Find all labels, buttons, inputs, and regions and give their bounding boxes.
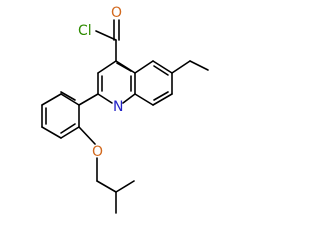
bond-n-c8a <box>122 93 136 104</box>
bond-c7-c8-inner <box>153 91 169 101</box>
atom-label-n: N <box>113 99 123 115</box>
atom-label-cl: Cl <box>78 23 92 39</box>
bond-c2-phenyl <box>78 93 99 106</box>
bond-c5-c6 <box>152 60 173 74</box>
bond-c4-c3 <box>97 60 117 74</box>
bond-ph5-ph6 <box>60 126 80 139</box>
bond-c7-c8 <box>152 93 173 106</box>
bond-c5-c6-inner <box>153 65 169 76</box>
atom-label-o-carbonyl: O <box>111 5 122 21</box>
bond-ph2-ph3 <box>41 93 62 106</box>
bond-ph5-ph6-inner <box>60 123 76 134</box>
bond-ph-o <box>78 126 96 145</box>
chemical-structure: O Cl N O <box>41 5 209 214</box>
bond-c2-n <box>97 93 113 104</box>
bond-ph1-ph2-inner <box>60 91 76 101</box>
atom-label-o-ether: O <box>92 144 103 160</box>
bond-c6-methyl <box>171 60 191 74</box>
bond-c-cl <box>95 30 117 41</box>
bond-ch2-ch <box>96 180 117 193</box>
bond-c4a-c5 <box>134 60 154 74</box>
bond-ph4-ph5 <box>41 126 62 139</box>
bond-ph1-ph2 <box>60 93 80 106</box>
bond-ch-ch3b <box>115 180 135 193</box>
bond-c4a-c4-inner <box>116 62 132 72</box>
bond-c8-c8a <box>134 93 154 106</box>
atom-labels: O Cl N O <box>78 5 123 160</box>
bonds <box>41 19 209 214</box>
bond-methyl-end <box>189 60 209 71</box>
